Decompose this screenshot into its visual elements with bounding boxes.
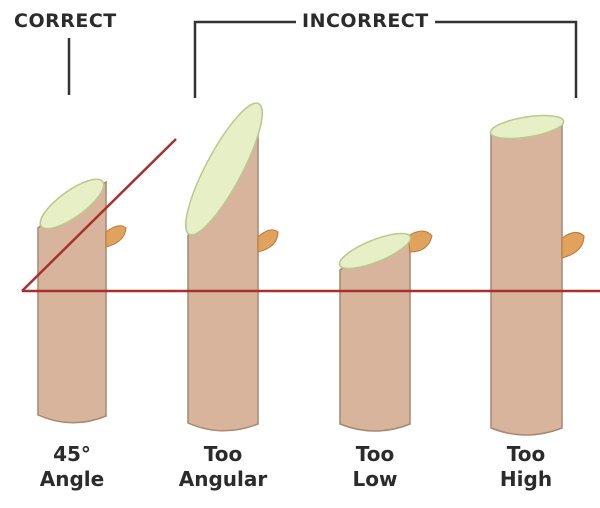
- incorrect-label: INCORRECT: [296, 8, 435, 34]
- caption-too-angular: Too Angular: [163, 442, 283, 492]
- stem: [491, 120, 562, 435]
- bud-icon: [408, 231, 432, 252]
- caption-too-high: Too High: [476, 442, 576, 492]
- bud-icon: [258, 230, 278, 252]
- correct-label: CORRECT: [8, 8, 123, 34]
- bud-icon: [106, 226, 126, 247]
- cutting-too-high: [489, 111, 584, 435]
- caption-line-1: 45°: [20, 442, 124, 467]
- cutting-too-low: [336, 227, 432, 431]
- caption-line-2: Angle: [20, 467, 124, 492]
- cutting-too-angular: [173, 95, 278, 431]
- caption-line-2: High: [476, 467, 576, 492]
- caption-line-1: Too: [163, 442, 283, 467]
- caption-line-1: Too: [325, 442, 425, 467]
- caption-line-2: Low: [325, 467, 425, 492]
- caption-line-2: Angular: [163, 467, 283, 492]
- caption-line-1: Too: [476, 442, 576, 467]
- caption-too-low: Too Low: [325, 442, 425, 492]
- bud-icon: [562, 232, 584, 258]
- caption-45-angle: 45° Angle: [20, 442, 124, 492]
- cutting-45-angle: [34, 171, 126, 423]
